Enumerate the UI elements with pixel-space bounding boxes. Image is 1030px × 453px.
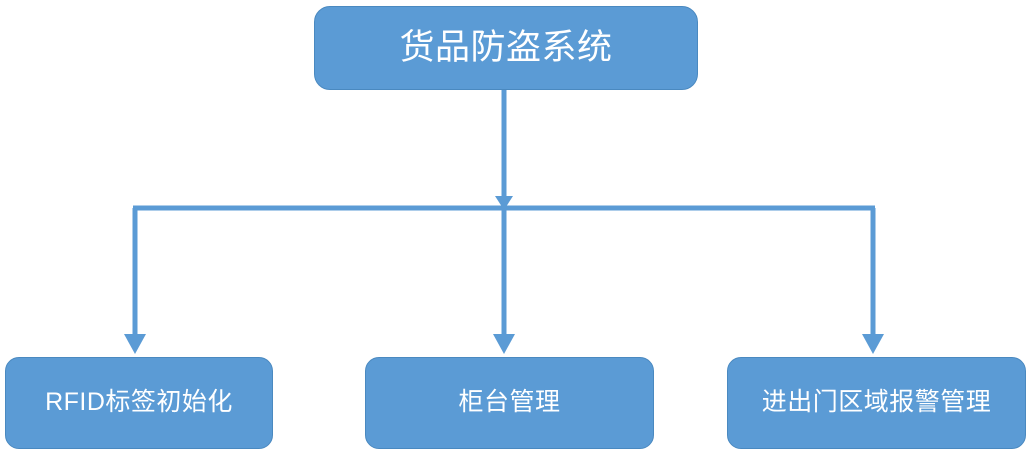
- node-child-0-label: RFID标签初始化: [45, 388, 233, 417]
- connector-root-to-bus: [495, 89, 513, 210]
- node-counter-management[interactable]: 柜台管理: [365, 357, 654, 449]
- node-gate-area-alarm-management[interactable]: 进出门区域报警管理: [727, 357, 1026, 449]
- node-child-2-label: 进出门区域报警管理: [761, 388, 992, 417]
- node-child-1-label: 柜台管理: [458, 388, 561, 417]
- node-rfid-tag-initialization[interactable]: RFID标签初始化: [5, 357, 273, 449]
- connector-bus-to-child-0: [124, 208, 146, 354]
- node-root-system[interactable]: 货品防盗系统: [314, 6, 698, 90]
- connector-bus-to-child-2: [862, 208, 884, 354]
- node-root-label: 货品防盗系统: [399, 27, 613, 67]
- connector-bus-to-child-1: [493, 208, 515, 354]
